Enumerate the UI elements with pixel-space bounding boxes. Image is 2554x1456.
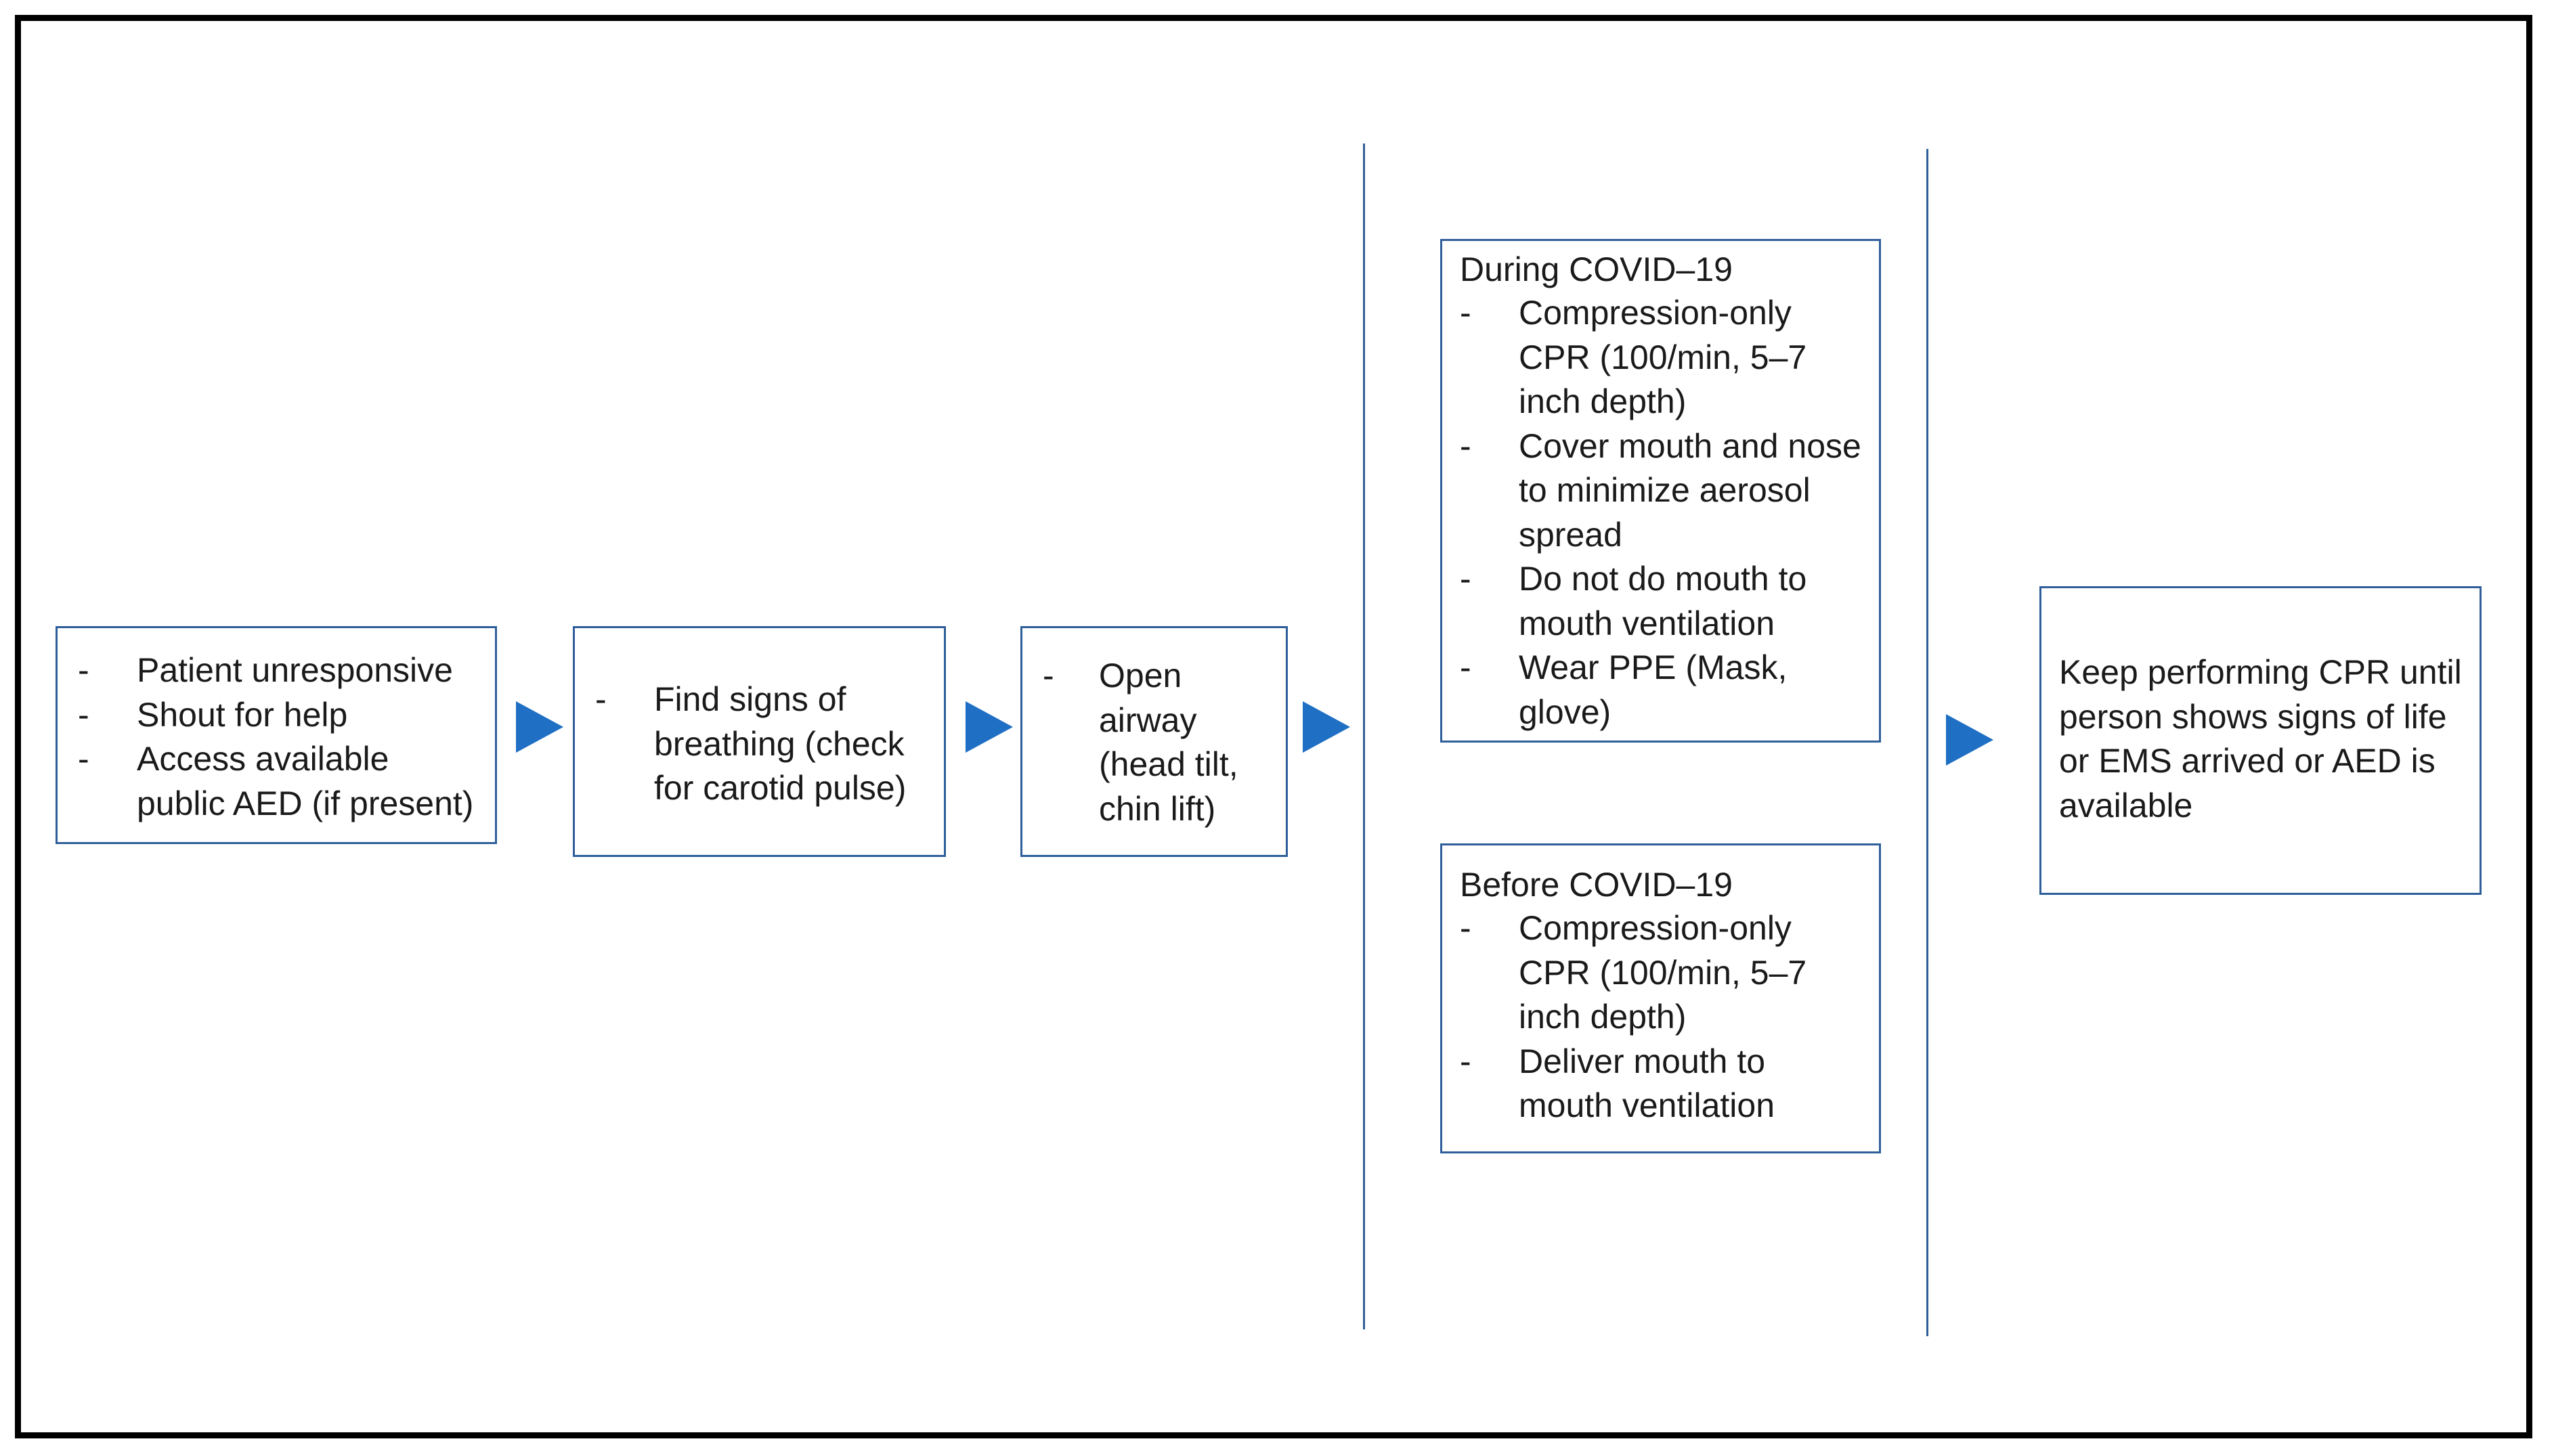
continue-cpr-text: Keep performing CPR until person shows s… [2059,653,2462,824]
section-divider-right [1926,149,1928,1336]
list-item: -Find signs of breathing (check for caro… [595,678,930,811]
before-covid-box: Before COVID–19 -Compression-only CPR (1… [1440,843,1881,1153]
list-item: -Open airway (head tilt, chin lift) [1043,654,1272,831]
bullet-dash: - [1043,657,1054,694]
initial-response-list: -Patient unresponsive -Shout for help -A… [78,648,481,826]
during-covid-title: During COVID–19 [1460,250,1733,288]
list-item: -Compression-only CPR (100/min, 5–7 inch… [1460,291,1865,424]
bullet-dash: - [1460,909,1471,947]
list-item: -Do not do mouth to mouth ventilation [1460,557,1865,646]
during-covid-list: -Compression-only CPR (100/min, 5–7 inch… [1460,291,1865,734]
flow-arrow-4 [1946,714,1993,766]
step-box-continue-cpr: Keep performing CPR until person shows s… [2039,586,2482,895]
bullet-dash: - [1460,1042,1471,1080]
open-airway-list: -Open airway (head tilt, chin lift) [1043,654,1272,831]
diagram-frame [15,15,2532,1438]
flow-arrow-1 [516,701,563,753]
bullet-dash: - [78,695,89,734]
bullet-dash: - [1460,426,1471,465]
step-box-open-airway: -Open airway (head tilt, chin lift) [1020,626,1288,857]
list-item: -Wear PPE (Mask, glove) [1460,646,1865,734]
list-item: -Patient unresponsive [78,648,481,693]
list-item: -Access available public AED (if present… [78,737,481,826]
section-divider-left [1363,144,1365,1329]
bullet-dash: - [1460,294,1471,332]
flow-arrow-3 [1303,701,1350,753]
bullet-dash: - [78,740,89,778]
during-covid-box: During COVID–19 -Compression-only CPR (1… [1440,239,1881,743]
before-covid-title: Before COVID–19 [1460,866,1733,904]
list-item: -Deliver mouth to mouth ventilation [1460,1040,1865,1128]
flow-arrow-2 [966,701,1013,753]
list-item: -Shout for help [78,693,481,738]
list-item: -Cover mouth and nose to minimize aeroso… [1460,424,1865,558]
check-breathing-list: -Find signs of breathing (check for caro… [595,678,930,811]
before-covid-list: -Compression-only CPR (100/min, 5–7 inch… [1460,906,1865,1128]
step-box-check-breathing: -Find signs of breathing (check for caro… [573,626,946,857]
bullet-dash: - [1460,648,1471,686]
bullet-dash: - [1460,560,1471,598]
step-box-initial-response: -Patient unresponsive -Shout for help -A… [56,626,497,844]
bullet-dash: - [595,680,607,718]
list-item: -Compression-only CPR (100/min, 5–7 inch… [1460,906,1865,1040]
bullet-dash: - [78,651,89,689]
